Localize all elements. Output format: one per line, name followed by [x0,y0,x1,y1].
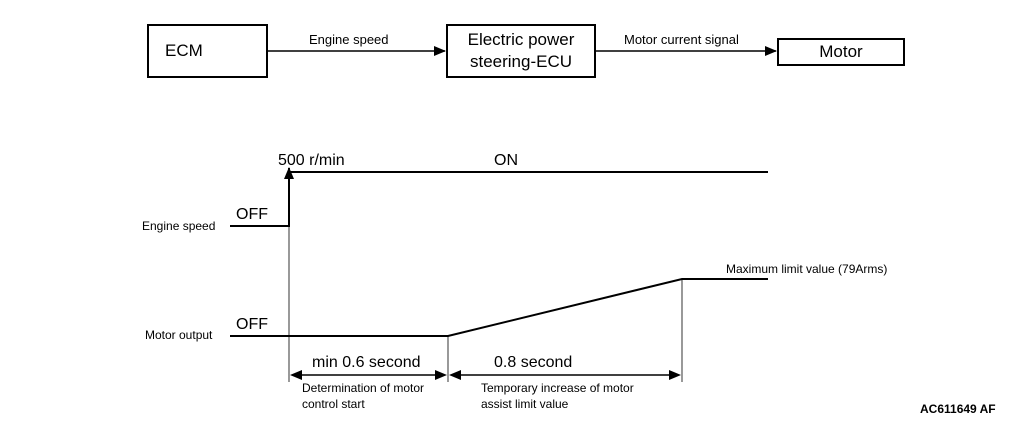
engine-threshold-label: 500 r/min [278,152,345,169]
interval2-label: 0.8 second [494,354,573,371]
interval1-label: min 0.6 second [312,354,421,371]
eps-ecu-label-line2: steering-ECU [469,52,573,71]
arrow2-label: Motor current signal [624,32,739,47]
figure-id: AC611649 AF [920,402,996,416]
engine-speed-axis-label: Engine speed [142,219,216,233]
ecm-block: ECM [147,24,268,78]
max-limit-label: Maximum limit value (79Arms) [726,262,888,276]
ecm-label: ECM [165,41,203,60]
motor-label: Motor [819,42,863,61]
motor-output-trace [230,278,768,337]
note2-line2: assist limit value [481,397,569,411]
note1-line1: Determination of motor [302,381,425,395]
engine-off-label: OFF [236,206,268,223]
arrow1-label: Engine speed [309,32,389,47]
note2-line1: Temporary increase of motor [481,381,634,395]
motor-block: Motor [777,38,905,66]
eps-ecu-block: Electric power steering-ECU [446,24,596,78]
note1-line2: control start [302,397,365,411]
engine-on-label: ON [494,152,518,169]
eps-ecu-label-line1: Electric power [467,30,575,49]
motor-off-label: OFF [236,316,268,333]
motor-output-axis-label: Motor output [145,328,213,342]
